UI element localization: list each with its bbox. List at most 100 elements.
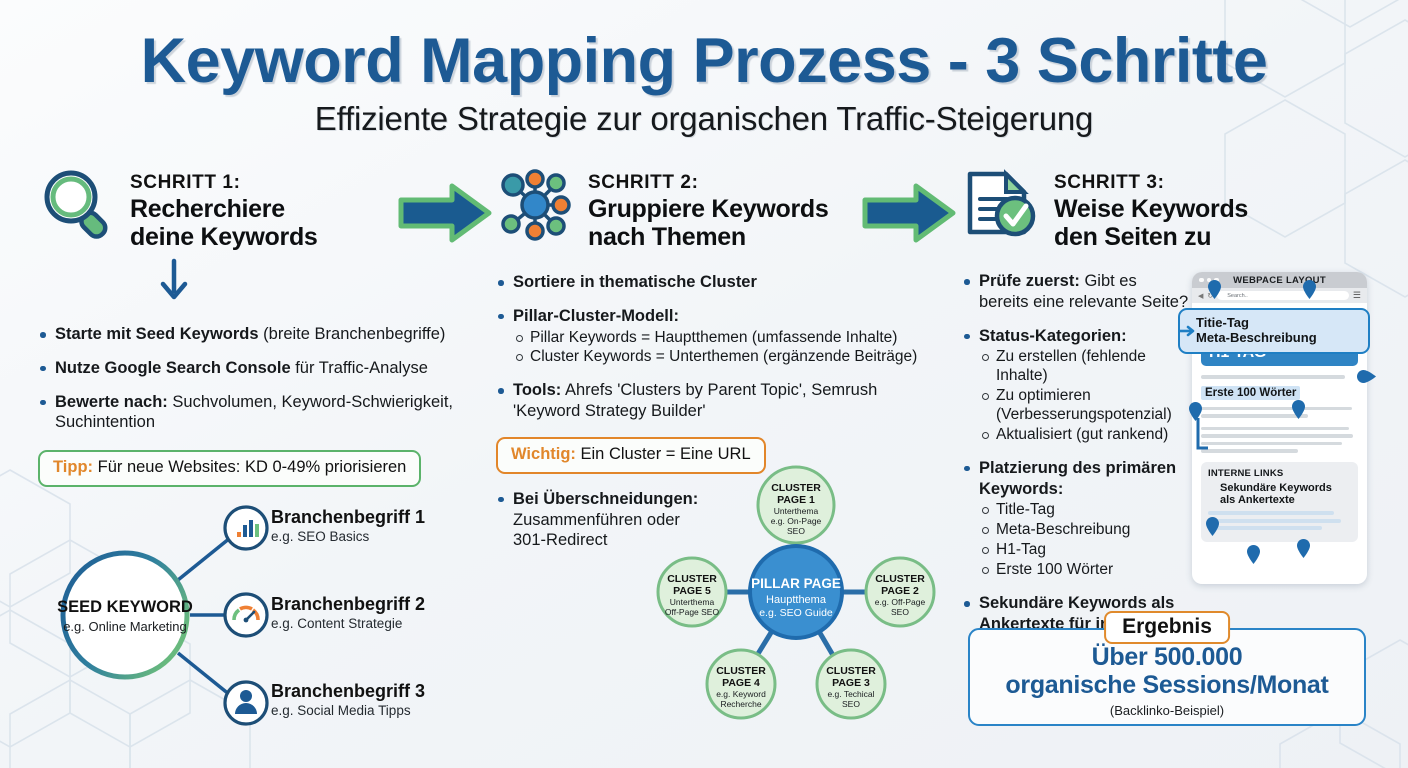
mockup-text-line bbox=[1201, 449, 1299, 453]
cluster-2-line1: CLUSTER bbox=[875, 573, 925, 585]
step-1-title-line2: deine Keywords bbox=[130, 223, 318, 251]
svg-text:Unterthema: Unterthema bbox=[670, 597, 715, 607]
list-item: Pillar-Cluster-Modell: Pillar Keywords =… bbox=[496, 306, 936, 368]
sub-list-item: Zu erstellen (fehlende Inhalte) bbox=[979, 348, 1190, 386]
branch-item-3: Branchenbegriff 3 e.g. Social Media Tipp… bbox=[271, 682, 425, 718]
tipp-callout: Tipp: Für neue Websites: KD 0-49% priori… bbox=[38, 450, 422, 487]
list-item: Nutze Google Search Console für Traffic-… bbox=[38, 358, 468, 379]
sub-list-item: Meta-Beschreibung bbox=[979, 521, 1190, 540]
sub-list-item: Zu optimieren (Verbesserungspotenzial) bbox=[979, 387, 1190, 425]
svg-text:Recherche: Recherche bbox=[720, 699, 761, 709]
sub-list-item: Erste 100 Wörter bbox=[979, 561, 1190, 580]
internal-links-text-line2: als Ankertexte bbox=[1220, 493, 1295, 506]
map-pin-icon bbox=[1247, 545, 1260, 564]
map-pin-icon bbox=[1292, 400, 1305, 419]
step-2-bullet-list: Sortiere in thematische Cluster Pillar-C… bbox=[496, 272, 936, 422]
mockup-first-words: Erste 100 Wörter bbox=[1201, 385, 1301, 400]
cluster-1-line3: Unterthema bbox=[774, 506, 819, 516]
cluster-2-line2: PAGE 2 bbox=[881, 585, 919, 597]
seed-center-sub: e.g. Online Marketing bbox=[63, 619, 187, 634]
search-input[interactable]: Search.. bbox=[1217, 291, 1349, 300]
cluster-4-line1: CLUSTER bbox=[716, 665, 766, 677]
step-1-number: SCHRITT 1: bbox=[130, 172, 241, 193]
list-item: Starte mit Seed Keywords (breite Branche… bbox=[38, 324, 468, 345]
step-2-title-line2: nach Themen bbox=[588, 223, 746, 251]
branch-sub: e.g. Content Strategie bbox=[271, 615, 403, 631]
cluster-1-line1: CLUSTER bbox=[771, 482, 821, 494]
step-3-title-line1: Weise Keywords bbox=[1054, 195, 1249, 223]
pillar-sub1: Hauptthema bbox=[766, 594, 827, 606]
sub-list-item: H1-Tag bbox=[979, 541, 1190, 560]
step-3-header: SCHRITT 3: Weise Keywords den Seiten zu bbox=[962, 168, 1392, 251]
step-2-number: SCHRITT 2: bbox=[588, 172, 699, 193]
branch-title: Branchenbegriff 3 bbox=[271, 681, 426, 701]
internal-links-header: INTERNE LINKS bbox=[1208, 467, 1284, 479]
network-nodes-icon bbox=[501, 169, 571, 241]
step-3-number: SCHRITT 3: bbox=[1054, 172, 1165, 193]
sub-list-item: Pillar Keywords = Hauptthemen (umfassend… bbox=[513, 329, 936, 348]
step-2-title-line1: Gruppiere Keywords bbox=[588, 195, 829, 223]
map-pin-icon bbox=[1206, 517, 1219, 536]
result-line1: Über 500.000 bbox=[1091, 643, 1243, 671]
tipp-label: Tipp: bbox=[53, 458, 94, 477]
branch-sub: e.g. Social Media Tipps bbox=[271, 702, 411, 718]
svg-text:Off-Page SEO: Off-Page SEO bbox=[665, 607, 720, 617]
page-subtitle: Effiziente Strategie zur organischen Tra… bbox=[314, 100, 1094, 138]
wichtig-label: Wichtig: bbox=[511, 444, 576, 463]
sub-list: Pillar Keywords = Hauptthemen (umfassend… bbox=[513, 329, 936, 368]
svg-text:SEO: SEO bbox=[891, 607, 909, 617]
branch-title: Branchenbegriff 1 bbox=[271, 507, 426, 527]
page-title: Keyword Mapping Prozess - 3 Schritte bbox=[140, 26, 1268, 96]
list-item: Bewerte nach: Suchvolumen, Keyword-Schwi… bbox=[38, 392, 468, 434]
title-tag-line1: Titie-Tag bbox=[1196, 315, 1249, 330]
cluster-5-line1: CLUSTER bbox=[667, 573, 717, 585]
step-1-title-line1: Recherchiere bbox=[130, 195, 285, 223]
seed-keyword-diagram: SEED KEYWORD e.g. Online Marketing bbox=[18, 490, 468, 740]
pillar-diagram-graphics: CLUSTER PAGE 1 Unterthema e.g. On-Page S… bbox=[656, 465, 936, 720]
cluster-3-line1: CLUSTER bbox=[826, 665, 876, 677]
mockup-text-line bbox=[1201, 406, 1352, 410]
step-3-title-line2: den Seiten zu bbox=[1054, 223, 1212, 251]
cluster-4-line2: PAGE 4 bbox=[722, 677, 760, 689]
mockup-link-line bbox=[1208, 511, 1334, 516]
svg-text:e.g. Keyword: e.g. Keyword bbox=[716, 689, 766, 699]
step-3-bullet-list: Prüfe zuerst: Gibt es bereits eine relev… bbox=[962, 271, 1190, 655]
step-1-column: SCHRITT 1: Recherchiere deine Keywords S… bbox=[38, 168, 468, 487]
map-pin-icon bbox=[1208, 280, 1221, 299]
arrow-right-small-icon bbox=[1178, 325, 1195, 337]
tipp-text: Für neue Websites: KD 0-49% priorisieren bbox=[93, 458, 407, 477]
step-2-header: SCHRITT 2: Gruppiere Keywords nach Theme… bbox=[496, 168, 936, 251]
internal-links-text-line1: Sekundäre Keywords bbox=[1220, 481, 1332, 494]
pin-connector-line bbox=[1196, 418, 1208, 450]
hamburger-menu-icon[interactable]: ☰ bbox=[1352, 290, 1361, 300]
magnifier-icon bbox=[44, 170, 108, 239]
document-check-icon bbox=[967, 169, 1036, 237]
sub-list: Zu erstellen (fehlende Inhalte) Zu optim… bbox=[979, 348, 1190, 445]
back-icon[interactable]: ◀ bbox=[1198, 292, 1204, 300]
list-item: Prüfe zuerst: Gibt es bereits eine relev… bbox=[962, 271, 1190, 313]
mockup-internal-links-box: INTERNE LINKS Sekundäre Keywords als Ank… bbox=[1201, 461, 1358, 542]
title-tag-callout: Titie-Tag Meta-Beschreibung bbox=[1178, 308, 1370, 354]
list-item: Status-Kategorien: Zu erstellen (fehlend… bbox=[962, 326, 1190, 445]
sub-list: Title-Tag Meta-Beschreibung H1-Tag Erste… bbox=[979, 501, 1190, 580]
step-1-bullet-list: Starte mit Seed Keywords (breite Branche… bbox=[38, 324, 468, 433]
cluster-5-line2: PAGE 5 bbox=[673, 585, 711, 597]
branch-item-1: Branchenbegriff 1 e.g. SEO Basics bbox=[271, 508, 425, 544]
result-badge: Ergebnis bbox=[1104, 611, 1230, 644]
map-pin-icon bbox=[1297, 539, 1310, 558]
branch-title: Branchenbegriff 2 bbox=[271, 594, 426, 614]
mockup-text-line bbox=[1201, 434, 1354, 438]
list-item: Sortiere in thematische Cluster bbox=[496, 272, 936, 293]
cluster-3-line2: PAGE 3 bbox=[832, 677, 870, 689]
map-pin-icon bbox=[1357, 370, 1376, 383]
result-box: Ergebnis Über 500.000 organische Session… bbox=[968, 611, 1366, 726]
branch-sub: e.g. SEO Basics bbox=[271, 528, 370, 544]
title-tag-line2: Meta-Beschreibung bbox=[1196, 330, 1317, 346]
svg-text:SEO: SEO bbox=[787, 526, 805, 536]
svg-text:e.g. On-Page: e.g. On-Page bbox=[771, 516, 822, 526]
pillar-title: PILLAR PAGE bbox=[751, 576, 841, 591]
branch-item-2: Branchenbegriff 2 e.g. Content Strategie bbox=[271, 595, 425, 631]
result-note: (Backlinko-Beispiel) bbox=[1109, 703, 1225, 718]
sub-list-item: Cluster Keywords = Unterthemen (ergänzen… bbox=[513, 348, 936, 367]
svg-text:e.g. Off-Page: e.g. Off-Page bbox=[875, 597, 926, 607]
